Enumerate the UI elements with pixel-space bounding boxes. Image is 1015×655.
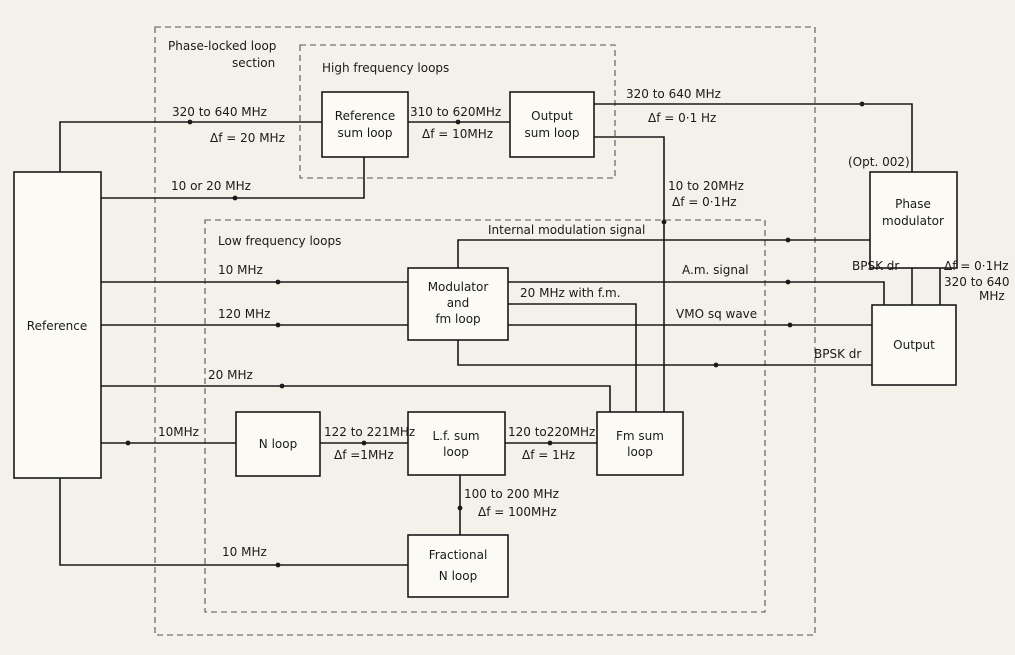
high-freq-section-border (299, 44, 616, 179)
signal-label: 10 to 20MHz (668, 179, 744, 193)
signal-label: 10 MHz (218, 263, 263, 277)
signal-label: MHz (979, 289, 1005, 303)
block-label: loop (627, 445, 653, 459)
signal-labels: 320 to 640 MHz Δf = 20 MHz 310 to 620MHz… (158, 87, 1009, 559)
block-label: N loop (439, 569, 477, 583)
block-label: fm loop (435, 312, 480, 326)
wire-dots (125, 101, 865, 568)
signal-label: Δf =1MHz (334, 448, 394, 462)
signal-wires (59, 103, 941, 566)
signal-label: 10MHz (158, 425, 199, 439)
signal-label: VMO sq wave (676, 307, 757, 321)
block-label: L.f. sum (432, 429, 479, 443)
signal-label: 122 to 221MHz (324, 425, 415, 439)
pll-section-subtitle: section (232, 56, 275, 70)
block-label: Reference (335, 109, 395, 123)
block-label: modulator (882, 214, 944, 228)
block-label: sum loop (525, 126, 580, 140)
low-freq-section-border (204, 219, 766, 613)
signal-label: Δf = 0·1Hz (672, 195, 737, 209)
signal-label: Δf = 20 MHz (210, 131, 285, 145)
pll-section-title: Phase-locked loop (168, 39, 276, 53)
signal-label: 310 to 620MHz (410, 105, 501, 119)
signal-label: Internal modulation signal (488, 223, 645, 237)
modulator-fm-loop-block: Modulator and fm loop (407, 267, 509, 341)
signal-label: Δf = 1Hz (522, 448, 575, 462)
signal-label: Δf = 0·1Hz (944, 259, 1009, 273)
block-label: Fractional (429, 548, 488, 562)
signal-label: Δf = 0·1 Hz (648, 111, 716, 125)
reference-sum-loop-block: Reference sum loop (321, 91, 409, 158)
block-label: N loop (259, 437, 297, 451)
output-block: Output (871, 304, 957, 386)
signal-label: Δf = 10MHz (422, 127, 493, 141)
phase-modulator-block: Phase modulator (869, 171, 958, 269)
low-freq-title: Low frequency loops (218, 234, 341, 248)
reference-label: Reference (27, 319, 87, 333)
n-loop-block: N loop (235, 411, 321, 477)
signal-label: 320 to 640 MHz (626, 87, 721, 101)
block-label: sum loop (338, 126, 393, 140)
fractional-n-loop-block: Fractional N loop (407, 534, 509, 598)
signal-label: BPSK dr (814, 347, 861, 361)
signal-label: (Opt. 002) (848, 155, 910, 169)
signal-label: BPSK dr (852, 259, 899, 273)
block-label: and (447, 296, 470, 310)
block-label: loop (443, 445, 469, 459)
signal-label: 20 MHz (208, 368, 253, 382)
signal-label: Δf = 100MHz (478, 505, 557, 519)
signal-label: 20 MHz with f.m. (520, 286, 621, 300)
signal-label: 120 to220MHz (508, 425, 595, 439)
signal-label: 10 MHz (222, 545, 267, 559)
block-label: Fm sum (616, 429, 664, 443)
output-sum-loop-block: Output sum loop (509, 91, 595, 158)
signal-label: 100 to 200 MHz (464, 487, 559, 501)
high-freq-title: High frequency loops (322, 61, 449, 75)
signal-label: 320 to 640 MHz (172, 105, 267, 119)
block-label: Output (531, 109, 573, 123)
pll-section-border (154, 26, 816, 636)
signal-label: 10 or 20 MHz (171, 179, 251, 193)
block-label: Modulator (428, 280, 489, 294)
signal-label: 320 to 640 (944, 275, 1009, 289)
block-label: Phase (895, 197, 931, 211)
reference-block: Reference (13, 171, 102, 479)
lf-sum-loop-block: L.f. sum loop (407, 411, 506, 476)
signal-label: A.m. signal (682, 263, 749, 277)
fm-sum-loop-block: Fm sum loop (596, 411, 684, 476)
signal-label: 120 MHz (218, 307, 270, 321)
block-label: Output (893, 338, 935, 352)
